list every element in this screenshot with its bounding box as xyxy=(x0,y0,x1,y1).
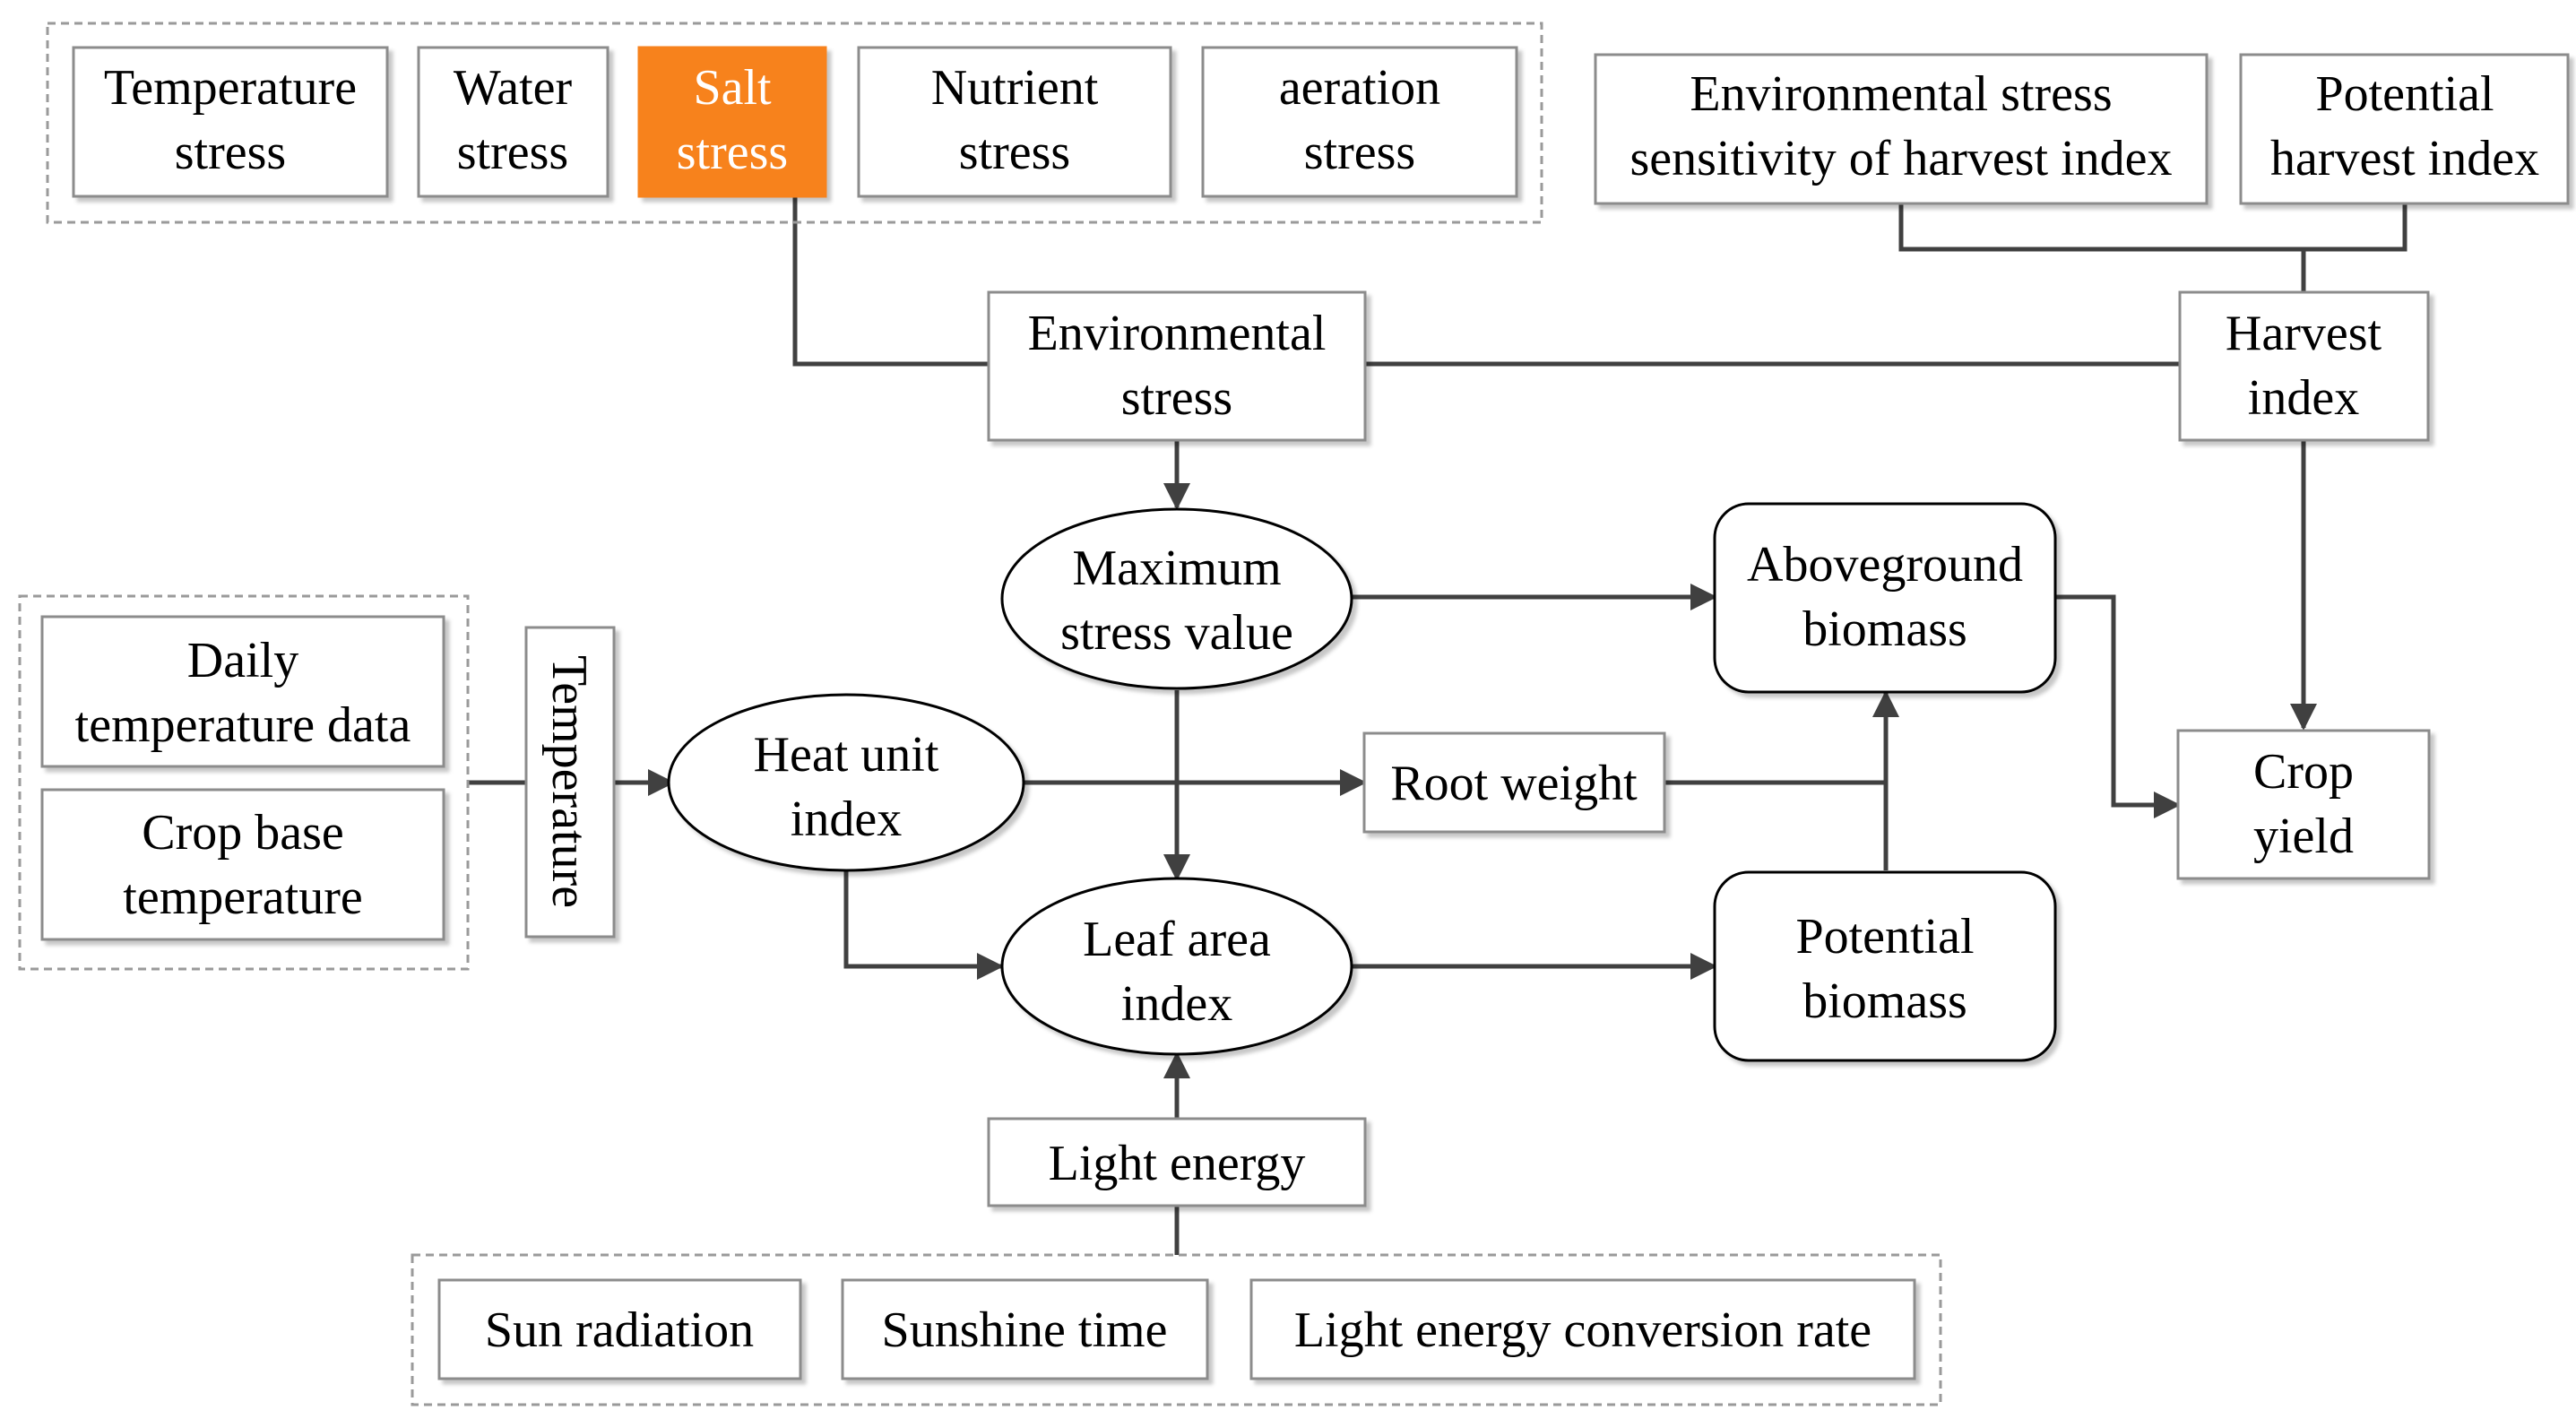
leaf-area-index-label: Leaf area xyxy=(1083,912,1271,967)
harvest-index-label-2: index xyxy=(2248,370,2359,426)
light-inputs-group xyxy=(411,1253,1942,1406)
nutrient-stress-label: Nutrient xyxy=(931,60,1099,116)
salt-stress-label: Salt xyxy=(693,60,772,116)
heat-unit-index-label-2: index xyxy=(791,792,902,847)
aboveground-biomass-label: Aboveground xyxy=(1747,537,2023,593)
water-stress-label: Water xyxy=(454,60,573,116)
potential-biomass-label-2: biomass xyxy=(1802,973,1967,1029)
light-energy-box xyxy=(987,1117,1367,1207)
crop-base-temperature-box xyxy=(40,788,445,941)
environmental-stress-box xyxy=(987,290,1367,442)
temperature-stress-label-2: stress xyxy=(175,125,286,180)
aeration-stress-label-2: stress xyxy=(1304,125,1415,180)
aboveground-biomass-label-2: biomass xyxy=(1802,601,1967,657)
daily-temperature-data-label-2: temperature data xyxy=(75,697,411,753)
harvest-index-box xyxy=(2178,290,2430,442)
maximum-stress-value-label: Maximum xyxy=(1072,541,1281,596)
aboveground-biomass-box xyxy=(1713,502,2057,694)
nutrient-stress-box xyxy=(857,46,1172,198)
aeration-stress-label: aeration xyxy=(1279,60,1440,116)
potential-harvest-index-box xyxy=(2239,53,2570,205)
root-weight-box xyxy=(1362,731,1666,834)
crop-yield-label: Crop xyxy=(2253,744,2354,800)
sunshine-time-box xyxy=(841,1278,1209,1380)
root-weight-label: Root weight xyxy=(1390,756,1638,811)
potential-biomass-label: Potential xyxy=(1795,909,1974,965)
leaf-area-index-node xyxy=(1000,877,1353,1056)
daily-temperature-data-box xyxy=(40,615,445,768)
env-stress-sensitivity-box xyxy=(1594,53,2209,205)
salt-stress-label-2: stress xyxy=(677,125,788,180)
aeration-stress-box xyxy=(1201,46,1518,198)
water-stress-label-2: stress xyxy=(457,125,568,180)
potential-biomass-box xyxy=(1713,870,2057,1062)
light-energy-conversion-rate-box xyxy=(1249,1278,1916,1380)
crop-yield-label-2: yield xyxy=(2253,809,2354,864)
light-energy-label: Light energy xyxy=(1049,1136,1306,1191)
crop-yield-box xyxy=(2176,729,2431,880)
temperature-label: Temperature xyxy=(541,655,597,908)
crop-base-temperature-label-2: temperature xyxy=(123,870,362,925)
environmental-stress-label-2: stress xyxy=(1121,370,1232,426)
temperature-inputs-group xyxy=(18,594,470,971)
connector-aboveground-to-yield xyxy=(2055,594,2181,818)
heat-unit-index-label: Heat unit xyxy=(754,727,939,783)
heat-unit-index-node xyxy=(667,693,1025,872)
sun-radiation-box xyxy=(437,1278,802,1380)
leaf-area-index-label-2: index xyxy=(1121,976,1232,1032)
daily-temperature-data-label: Daily xyxy=(187,633,298,688)
env-stress-sensitivity-label: Environmental stress xyxy=(1690,66,2112,122)
connector-sensitivity-to-harvest xyxy=(1898,203,2407,252)
potential-harvest-index-label: Potential xyxy=(2315,66,2494,122)
sunshine-time-label: Sunshine time xyxy=(882,1302,1168,1358)
connector-salt-to-env-stress xyxy=(792,195,989,367)
potential-harvest-index-label-2: harvest index xyxy=(2270,131,2539,186)
nutrient-stress-label-2: stress xyxy=(959,125,1070,180)
env-stress-sensitivity-label-2: sensitivity of harvest index xyxy=(1629,131,2172,186)
connector-heat-unit-to-lai xyxy=(843,870,1004,980)
sun-radiation-label: Sun radiation xyxy=(485,1302,754,1358)
temperature-stress-label: Temperature xyxy=(104,60,357,116)
temperature-box xyxy=(524,626,616,939)
salt-stress-box xyxy=(637,46,827,198)
connectors xyxy=(468,195,2407,1255)
light-energy-conversion-rate-label: Light energy conversion rate xyxy=(1294,1302,1871,1358)
maximum-stress-value-node xyxy=(1000,507,1353,690)
harvest-index-label: Harvest xyxy=(2226,306,2382,361)
crop-base-temperature-label: Crop base xyxy=(142,805,344,861)
maximum-stress-value-label-2: stress value xyxy=(1060,605,1293,661)
environmental-stress-label: Environmental xyxy=(1028,306,1327,361)
temperature-stress-box xyxy=(72,46,389,198)
water-stress-box xyxy=(417,46,609,198)
stress-factors-group xyxy=(46,22,1543,224)
